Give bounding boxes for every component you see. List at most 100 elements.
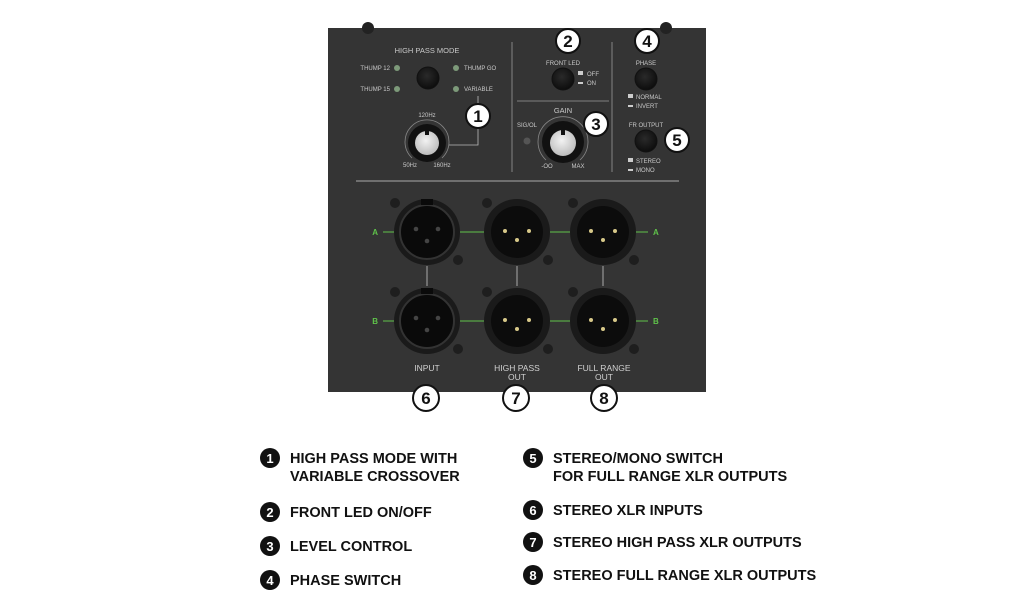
svg-text:VARIABLE CROSSOVER: VARIABLE CROSSOVER (290, 469, 460, 485)
fr-output-stereo: STEREO (636, 159, 661, 165)
channel-a-right: A (653, 228, 659, 237)
svg-text:5: 5 (672, 131, 681, 150)
svg-text:HIGH PASS MODE WITH: HIGH PASS MODE WITH (290, 451, 457, 467)
svg-text:8: 8 (529, 568, 536, 583)
signal-lines (383, 231, 648, 322)
knob-pointer (425, 125, 429, 135)
switch-up-icon (628, 94, 633, 98)
link-lines (426, 266, 604, 286)
svg-text:STEREO HIGH PASS XLR OUTPUTS: STEREO HIGH PASS XLR OUTPUTS (553, 535, 802, 551)
sig-ol-label: SIG/OL (517, 123, 538, 129)
legend-item-5: 5 STEREO/MONO SWITCH FOR FULL RANGE XLR O… (523, 448, 787, 485)
sig-ol-led (523, 137, 531, 145)
switch-down-icon (628, 105, 633, 107)
knob-scale (404, 119, 450, 159)
fr-output-mono: MONO (636, 168, 655, 174)
fr-output-button[interactable] (634, 129, 658, 153)
channel-a-left: A (372, 228, 378, 237)
crossover-160hz: 160Hz (433, 163, 450, 169)
knob-scale (537, 116, 589, 161)
legend-item-7: 7 STEREO HIGH PASS XLR OUTPUTS (523, 532, 802, 552)
legend-item-2: 2 FRONT LED ON/OFF (260, 502, 432, 522)
svg-text:4: 4 (266, 573, 274, 588)
mode-thumpgo-label: THUMP GO (464, 66, 497, 72)
front-led-button[interactable] (551, 67, 575, 91)
xlr-input-b[interactable] (390, 287, 463, 354)
mode-led (394, 65, 400, 71)
svg-text:3: 3 (266, 539, 273, 554)
svg-text:7: 7 (511, 389, 520, 408)
svg-text:1: 1 (266, 451, 273, 466)
front-led-off: OFF (587, 72, 599, 78)
mode-led (453, 86, 459, 92)
switch-down-icon (628, 169, 633, 171)
xlr-input-a[interactable] (390, 198, 463, 265)
xlr-full-range-out-a[interactable] (568, 198, 639, 265)
gain-label: GAIN (554, 106, 572, 115)
svg-text:STEREO/MONO SWITCH: STEREO/MONO SWITCH (553, 451, 723, 467)
mode-thump15-label: THUMP 15 (360, 87, 390, 93)
legend-item-4: 4 PHASE SWITCH (260, 570, 401, 590)
svg-text:8: 8 (599, 389, 608, 408)
switch-down-icon (578, 82, 583, 84)
crossover-knob-cap (415, 131, 439, 155)
gain-max: MAX (571, 164, 584, 170)
phase-invert: INVERT (636, 104, 658, 110)
channel-b-right: B (653, 317, 659, 326)
callout-2: 2 (555, 28, 581, 54)
front-led-label: FRONT LED (546, 61, 581, 67)
high-pass-label: HIGH PASS (494, 363, 540, 373)
high-pass-mode-title: HIGH PASS MODE (395, 46, 460, 55)
svg-text:7: 7 (529, 535, 536, 550)
screw-icon (660, 22, 672, 34)
svg-text:FOR FULL RANGE XLR OUTPUTS: FOR FULL RANGE XLR OUTPUTS (553, 469, 787, 485)
crossover-120hz: 120Hz (418, 113, 435, 119)
front-led-on: ON (587, 81, 596, 87)
callout-8: 8 (590, 384, 618, 412)
svg-text:STEREO XLR INPUTS: STEREO XLR INPUTS (553, 503, 703, 519)
mode-thump12-label: THUMP 12 (360, 66, 390, 72)
switch-up-icon (578, 71, 583, 75)
knob-pointer (561, 124, 565, 135)
full-range-out-label: OUT (595, 372, 613, 382)
high-pass-out-label: OUT (508, 372, 526, 382)
svg-text:6: 6 (529, 503, 536, 518)
fr-output-label: FR OUTPUT (629, 123, 664, 129)
switch-up-icon (628, 158, 633, 162)
svg-text:STEREO FULL RANGE XLR OUTPUTS: STEREO FULL RANGE XLR OUTPUTS (553, 568, 816, 584)
svg-text:PHASE SWITCH: PHASE SWITCH (290, 573, 401, 589)
callout-4: 4 (634, 28, 660, 54)
screw-icon (362, 22, 374, 34)
channel-b-left: B (372, 317, 378, 326)
svg-text:2: 2 (266, 505, 273, 520)
high-pass-mode-button[interactable] (416, 66, 440, 90)
svg-text:5: 5 (529, 451, 536, 466)
phase-normal: NORMAL (636, 95, 662, 101)
crossover-50hz: 50Hz (403, 163, 417, 169)
xlr-high-pass-out-b[interactable] (482, 287, 553, 354)
callout-5: 5 (664, 127, 690, 153)
input-label: INPUT (414, 363, 440, 373)
callout-3: 3 (583, 111, 609, 137)
svg-text:LEVEL CONTROL: LEVEL CONTROL (290, 539, 412, 555)
svg-text:FRONT LED ON/OFF: FRONT LED ON/OFF (290, 505, 432, 521)
mode-led (453, 65, 459, 71)
svg-text:4: 4 (642, 32, 652, 51)
phase-button[interactable] (634, 67, 658, 91)
gain-min: -OO (541, 164, 553, 170)
svg-text:6: 6 (421, 389, 430, 408)
callout-7: 7 (502, 384, 530, 412)
legend-item-8: 8 STEREO FULL RANGE XLR OUTPUTS (523, 565, 816, 585)
svg-text:1: 1 (473, 107, 482, 126)
svg-text:3: 3 (591, 115, 600, 134)
xlr-high-pass-out-a[interactable] (482, 198, 553, 265)
xlr-full-range-out-b[interactable] (568, 287, 639, 354)
callout-1: 1 (465, 103, 491, 129)
gain-knob-cap (550, 130, 576, 156)
phase-label: PHASE (636, 61, 656, 67)
legend-item-3: 3 LEVEL CONTROL (260, 536, 412, 556)
mode-led (394, 86, 400, 92)
full-range-label: FULL RANGE (577, 363, 630, 373)
legend-item-6: 6 STEREO XLR INPUTS (523, 500, 703, 520)
